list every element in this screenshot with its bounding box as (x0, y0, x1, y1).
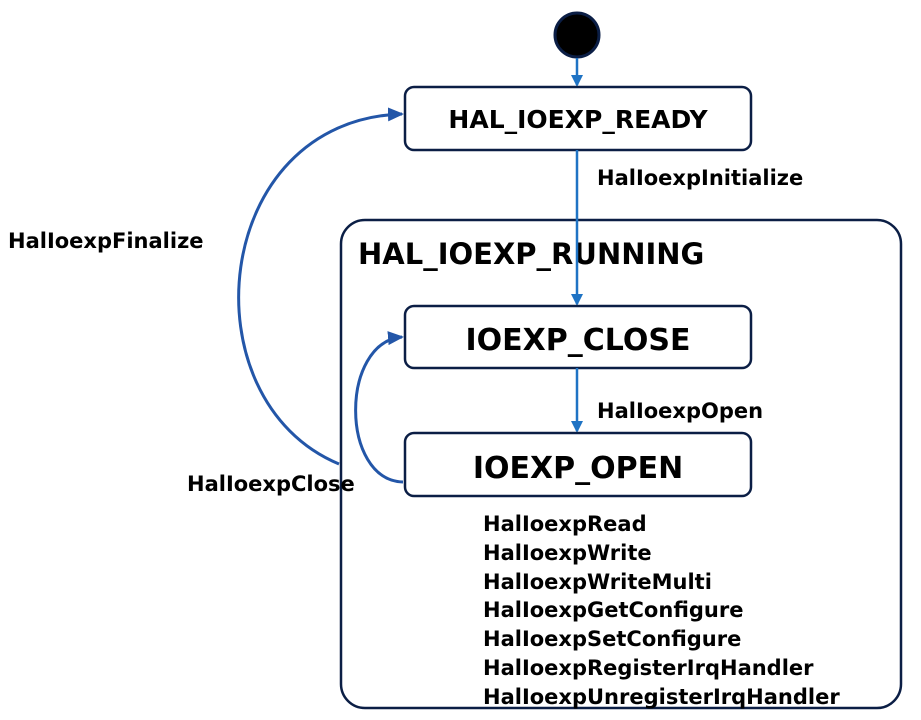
open-operation: HalIoexpWrite (483, 541, 652, 565)
finalize-transition-arrow (237, 107, 404, 466)
state-open (403, 431, 753, 498)
initial-state-dot (553, 11, 601, 59)
state-close-label: IOEXP_CLOSE (466, 323, 691, 358)
open-operation: HalIoexpUnregisterIrqHandler (483, 685, 840, 709)
open-operation: HalIoexpSetConfigure (483, 627, 741, 651)
open-operation: HalIoexpRegisterIrqHandler (483, 656, 814, 680)
open-operation: HalIoexpRead (483, 512, 647, 536)
open-operations-list: HalIoexpRead HalIoexpWrite HalIoexpWrite… (483, 512, 840, 709)
state-open-label: IOEXP_OPEN (473, 451, 683, 486)
state-ready-label: HAL_IOEXP_READY (448, 105, 708, 134)
finalize-transition-label: HalIoexpFinalize (8, 229, 204, 253)
open-transition-label: HalIoexpOpen (597, 399, 763, 423)
open-operation: HalIoexpWriteMulti (483, 570, 712, 594)
open-operation: HalIoexpGetConfigure (483, 598, 743, 622)
close-transition-arrow (354, 331, 404, 484)
running-composite-state (339, 218, 903, 710)
initialize-transition-label: HalIoexpInitialize (597, 166, 803, 190)
close-transition-label: HalIoexpClose (187, 472, 355, 496)
running-state-label: HAL_IOEXP_RUNNING (358, 237, 704, 271)
